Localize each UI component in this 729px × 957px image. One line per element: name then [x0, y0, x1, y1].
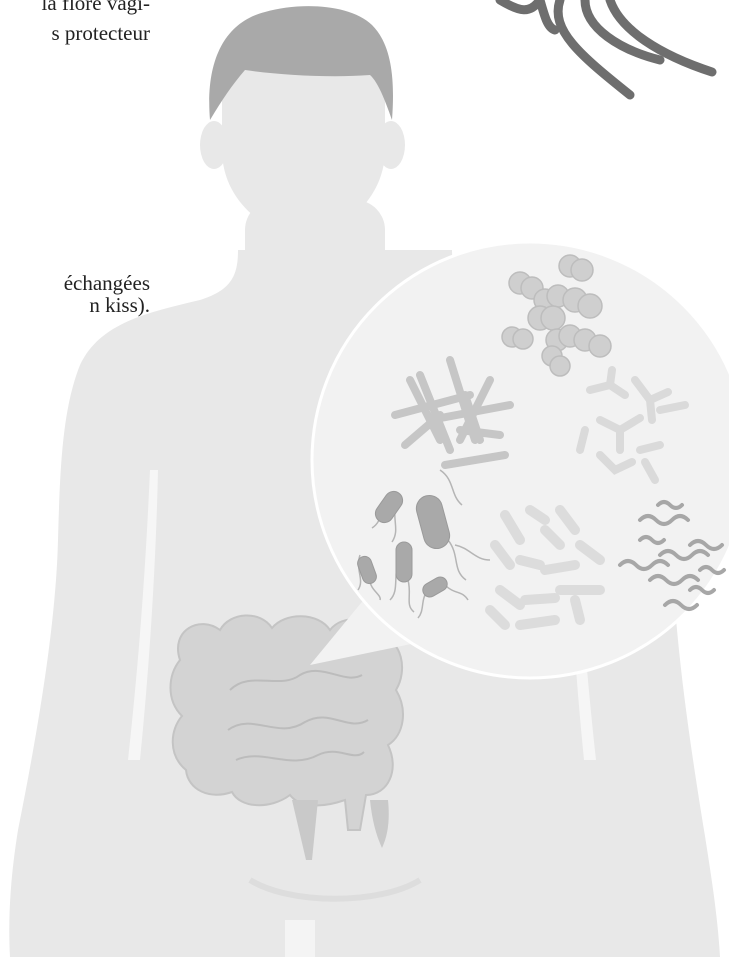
flagellated-bacterium-icon	[500, 0, 712, 95]
microbiome-magnifier	[310, 242, 729, 678]
